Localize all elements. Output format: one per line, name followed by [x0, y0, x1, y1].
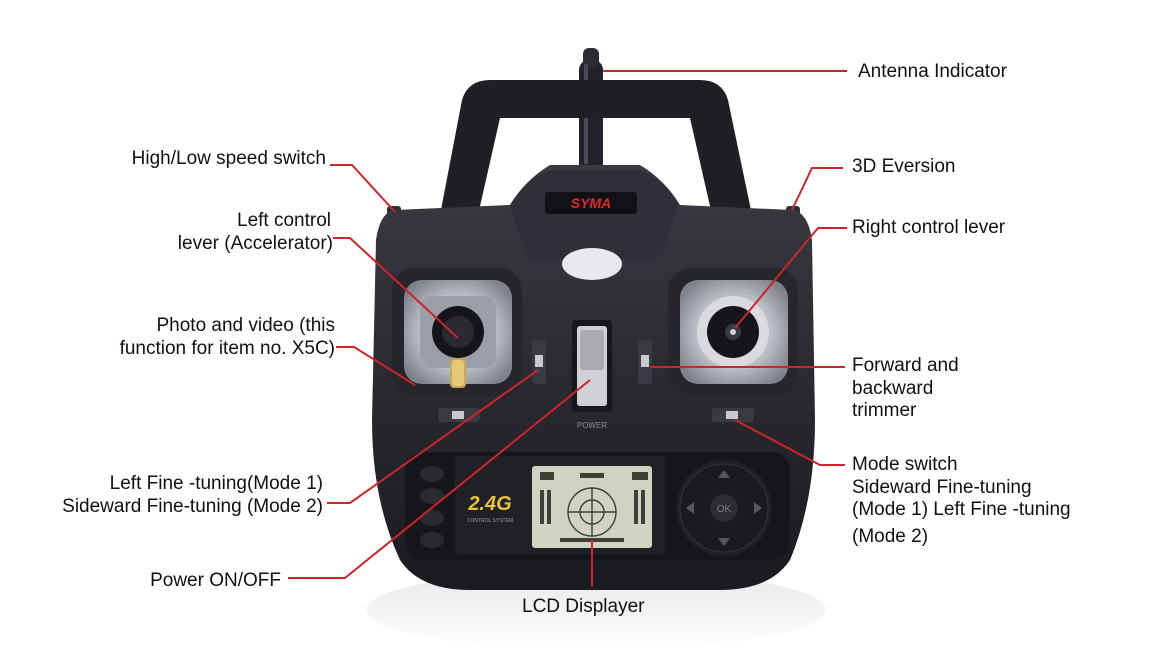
label-trim-3: trimmer [852, 400, 917, 421]
label-mode-4: (Mode 2) [852, 526, 929, 547]
left-htrim-slider [452, 411, 464, 419]
photo-video-dial[interactable] [450, 358, 466, 388]
right-trim-slider [641, 355, 649, 367]
leader-eversion [791, 167, 843, 211]
label-mode-1: Mode switch [852, 454, 958, 475]
label-high-low-speed: High/Low speed switch [131, 148, 326, 169]
lcd-badge: 2.4G [467, 493, 511, 515]
label-trim-2: backward [852, 378, 934, 399]
label-right-lever: Right control lever [852, 217, 1006, 238]
leader-photo-video [336, 346, 416, 386]
right-control-lever[interactable] [668, 268, 798, 396]
mode-switch-slider [726, 411, 738, 419]
syma-logo-plate [545, 192, 637, 214]
leader-high-low [330, 164, 396, 213]
label-lcd: LCD Displayer [522, 596, 645, 617]
carry-handle [440, 80, 752, 215]
label-left-lever-2: lever (Accelerator) [177, 233, 333, 254]
power-switch[interactable] [572, 320, 612, 412]
status-light [562, 248, 622, 280]
power-label: POWER [577, 421, 607, 430]
leader-right-lever [734, 227, 847, 329]
top-bezel [510, 170, 678, 260]
left-control-lever[interactable] [392, 268, 522, 396]
leader-lines [288, 70, 847, 586]
label-left-lever-1: Left control [237, 210, 331, 231]
label-mode-3: (Mode 1) Left Fine -tuning [852, 499, 1071, 520]
label-antenna: Antenna Indicator [858, 61, 1007, 82]
label-3d-eversion: 3D Eversion [852, 156, 956, 177]
leader-left-lever [333, 237, 459, 339]
label-left-fine-2: Sideward Fine-tuning (Mode 2) [62, 496, 323, 517]
label-photo-2: function for item no. X5C) [119, 338, 335, 359]
left-side-buttons[interactable] [420, 466, 444, 548]
syma-logo: SYMA [571, 195, 611, 211]
left-trim-slider [535, 355, 543, 367]
leader-left-fine [327, 369, 539, 504]
label-left-fine-1: Left Fine -tuning(Mode 1) [109, 473, 323, 494]
direction-pad[interactable] [676, 460, 772, 556]
label-mode-2: Sideward Fine-tuning [852, 477, 1032, 498]
ok-button-label[interactable]: OK [717, 504, 732, 515]
leader-mode [734, 419, 845, 466]
label-photo-1: Photo and video (this [156, 315, 335, 336]
leader-power [288, 379, 591, 579]
label-trim-1: Forward and [852, 355, 959, 376]
lcd-display [532, 466, 652, 548]
lcd-badge-sub: CONTROL SYSTEM [467, 518, 513, 524]
dpad-arrows [686, 470, 762, 546]
label-power: Power ON/OFF [150, 570, 281, 591]
